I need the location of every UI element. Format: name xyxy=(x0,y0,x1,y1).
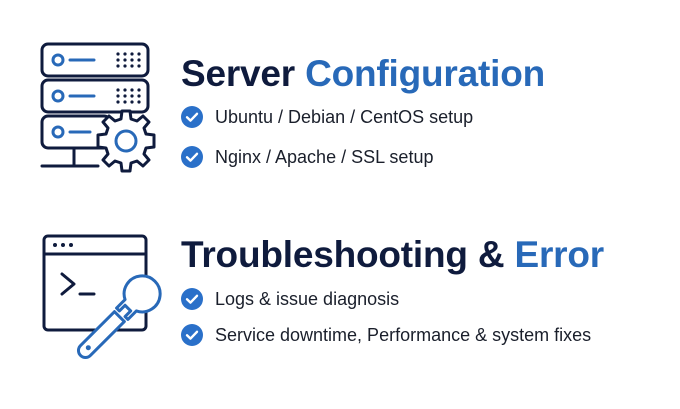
troubleshooting-section: Troubleshooting & Error Logs & issue dia… xyxy=(0,200,680,409)
feature-list: Ubuntu / Debian / CentOS setup Nginx / A… xyxy=(181,106,651,168)
list-item-text: Nginx / Apache / SSL setup xyxy=(215,147,434,167)
title-main: Server xyxy=(181,53,306,94)
list-item: Ubuntu / Debian / CentOS setup xyxy=(181,106,651,128)
list-item-text: Service downtime, Performance & system f… xyxy=(215,325,592,345)
check-circle-icon xyxy=(181,106,203,128)
section-title: Server Configuration xyxy=(181,55,545,92)
list-item: Nginx / Apache / SSL setup xyxy=(181,146,651,168)
feature-list: Logs & issue diagnosis Service downtime,… xyxy=(181,288,651,346)
title-main: Troubleshooting & xyxy=(181,234,515,275)
title-accent: Error xyxy=(514,234,604,275)
server-configuration-section: Server Configuration Ubuntu / Debian / C… xyxy=(0,0,680,200)
section-title: Troubleshooting & Error xyxy=(181,236,604,273)
list-item-text: Ubuntu / Debian / CentOS setup xyxy=(215,107,474,127)
list-item-text: Logs & issue diagnosis xyxy=(215,289,400,309)
title-accent: Configuration xyxy=(305,53,545,94)
server-gear-icon xyxy=(40,42,156,173)
check-circle-icon xyxy=(181,324,203,346)
check-circle-icon xyxy=(181,146,203,168)
list-item: Logs & issue diagnosis xyxy=(181,288,651,310)
check-circle-icon xyxy=(181,288,203,310)
terminal-wrench-icon xyxy=(42,234,162,359)
list-item: Service downtime, Performance & system f… xyxy=(181,324,595,346)
